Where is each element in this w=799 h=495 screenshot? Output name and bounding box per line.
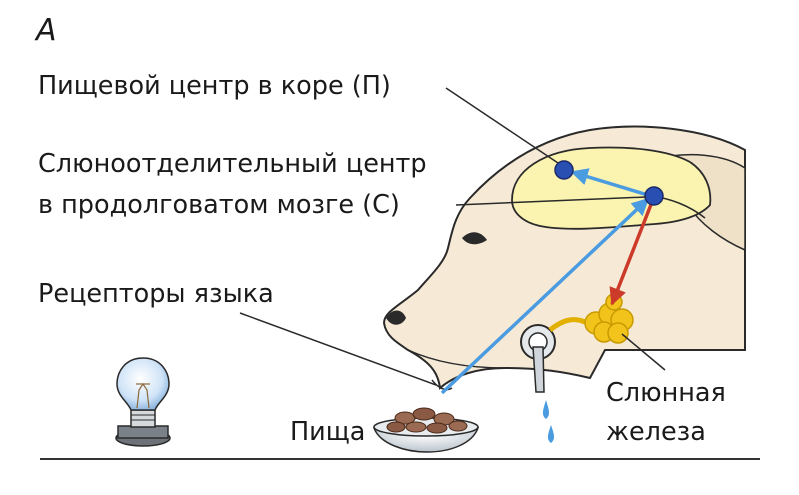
salivary-fistula <box>520 324 556 393</box>
gland-label-line2: железа <box>606 417 706 447</box>
dog-nose <box>386 310 406 325</box>
cortex-center-node <box>554 160 574 180</box>
panel-letter: А <box>36 13 57 48</box>
efferent-pathway-arrow <box>609 201 654 306</box>
leader-line-tongue <box>239 312 437 386</box>
salivary-center-label-line1: Слюноотделительный центр <box>38 149 427 179</box>
leader-line-salivary-center <box>455 196 647 206</box>
leader-line-gland <box>621 333 666 371</box>
saliva-drop-icon <box>547 425 555 443</box>
center-to-cortex-arrow <box>570 168 652 198</box>
saliva-drop-icon <box>542 400 550 419</box>
salivary-gland <box>548 293 634 344</box>
medulla-center-node <box>644 186 664 206</box>
food-center-label: Пищевой центр в коре (П) <box>38 71 391 101</box>
dog-eye <box>462 232 487 245</box>
tongue-receptors-label: Рецепторы языка <box>38 279 274 309</box>
food-bowl-icon <box>372 407 480 453</box>
dog-mouth <box>407 349 506 369</box>
salivary-center-label-line2: в продолговатом мозге (С) <box>38 190 400 220</box>
gland-label-line1: Слюнная <box>606 378 726 408</box>
leader-line-food-center <box>445 87 559 164</box>
light-bulb-icon <box>115 357 171 447</box>
dog-tongue <box>431 379 453 391</box>
food-label: Пища <box>290 417 366 447</box>
dog-brain <box>511 146 712 230</box>
afferent-pathway-arrow <box>440 197 650 395</box>
